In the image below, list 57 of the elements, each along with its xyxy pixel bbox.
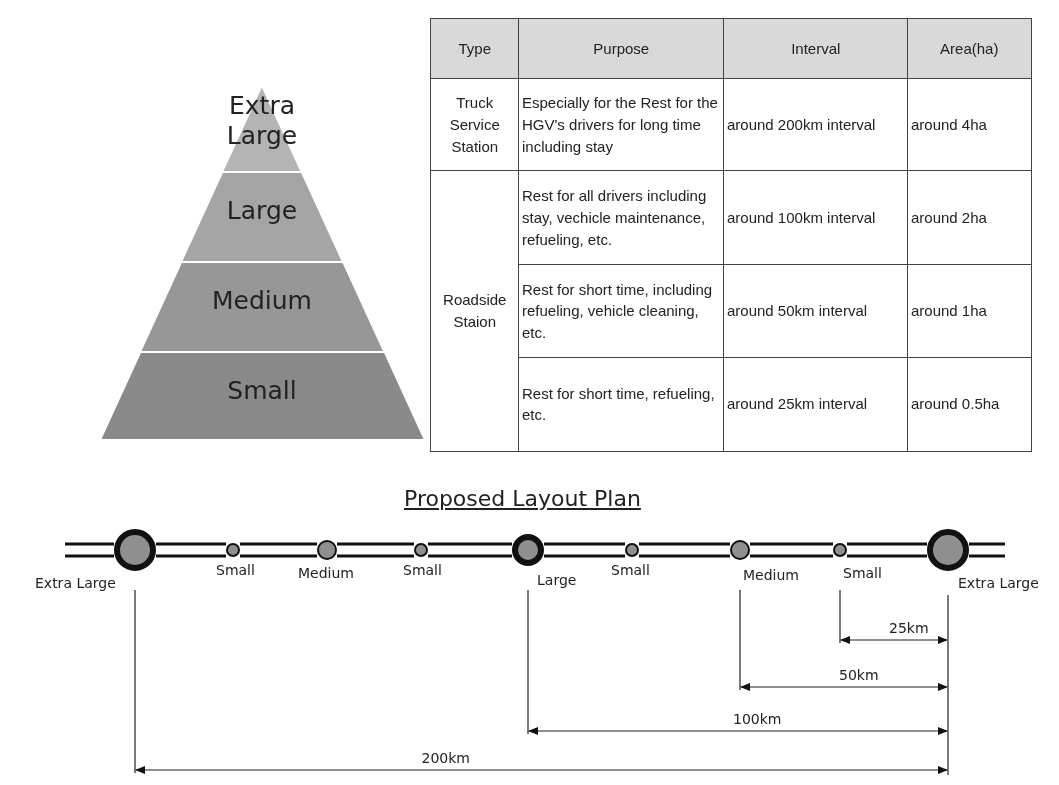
- tier-label: Small: [226, 376, 298, 406]
- dimension-label: 200km: [421, 750, 470, 766]
- tier-label: Extra Large: [225, 91, 299, 151]
- road-segment: [845, 542, 929, 558]
- table-header: Type: [430, 18, 520, 80]
- table-cell: around 25km interval: [723, 357, 909, 452]
- station-label: Medium: [298, 565, 354, 581]
- dimension-label: 100km: [733, 711, 782, 727]
- dimension-label: 25km: [889, 620, 929, 636]
- station-circle: [833, 543, 847, 557]
- table-cell: around 2ha: [907, 170, 1032, 266]
- station-label: Small: [403, 562, 442, 578]
- station-label: Small: [843, 565, 882, 581]
- station-circle: [114, 529, 156, 571]
- station-circle: [730, 540, 750, 560]
- station-label: Extra Large: [958, 575, 1039, 591]
- pyramid-tier: [139, 262, 385, 352]
- table-cell: around 200km interval: [723, 78, 909, 172]
- station-label: Small: [216, 562, 255, 578]
- station-label: Extra Large: [35, 575, 116, 591]
- table-cell: around 50km interval: [723, 264, 909, 359]
- road-segment: [335, 542, 416, 558]
- station-circle: [317, 540, 337, 560]
- station-label: Large: [537, 572, 577, 588]
- road-segment: [748, 542, 835, 558]
- station-label: Medium: [743, 567, 799, 583]
- table-cell: Especially for the Rest for the HGV's drivers for long time including stay: [518, 78, 725, 172]
- road-segment: [426, 542, 514, 558]
- road-segment: [154, 542, 228, 558]
- station-circle: [414, 543, 428, 557]
- table-cell: Rest for short time, including refueling, vehicle cleaning, etc.: [518, 264, 725, 359]
- table-cell: Truck Service Station: [430, 78, 520, 172]
- tier-label: Large: [225, 196, 299, 226]
- table-cell: around 100km interval: [723, 170, 909, 266]
- table-cell: Rest for all drivers including stay, vechicle maintenance, refueling, etc.: [518, 170, 725, 266]
- road-segment: [238, 542, 319, 558]
- road-segment: [542, 542, 627, 558]
- road-segment: [637, 542, 732, 558]
- pyramid-tier: [99, 352, 425, 440]
- table-cell: Rest for short time, refueling, etc.: [518, 357, 725, 452]
- table-header: Area(ha): [907, 18, 1032, 80]
- table-cell: around 0.5ha: [907, 357, 1032, 452]
- pyramid-tier: [180, 172, 343, 262]
- station-circle: [512, 534, 544, 566]
- dimension-label: 50km: [839, 667, 879, 683]
- table-cell: around 4ha: [907, 78, 1032, 172]
- station-circle: [226, 543, 240, 557]
- station-circle: [927, 529, 969, 571]
- table-cell: Roadside Staion: [430, 170, 520, 452]
- table-header: Interval: [723, 18, 909, 80]
- table-cell: around 1ha: [907, 264, 1032, 359]
- pyramid-tier: [222, 85, 302, 172]
- tier-label: Medium: [211, 286, 313, 316]
- station-label: Small: [611, 562, 650, 578]
- plan-title: Proposed Layout Plan: [404, 486, 641, 511]
- station-circle: [625, 543, 639, 557]
- table-header: Purpose: [518, 18, 725, 80]
